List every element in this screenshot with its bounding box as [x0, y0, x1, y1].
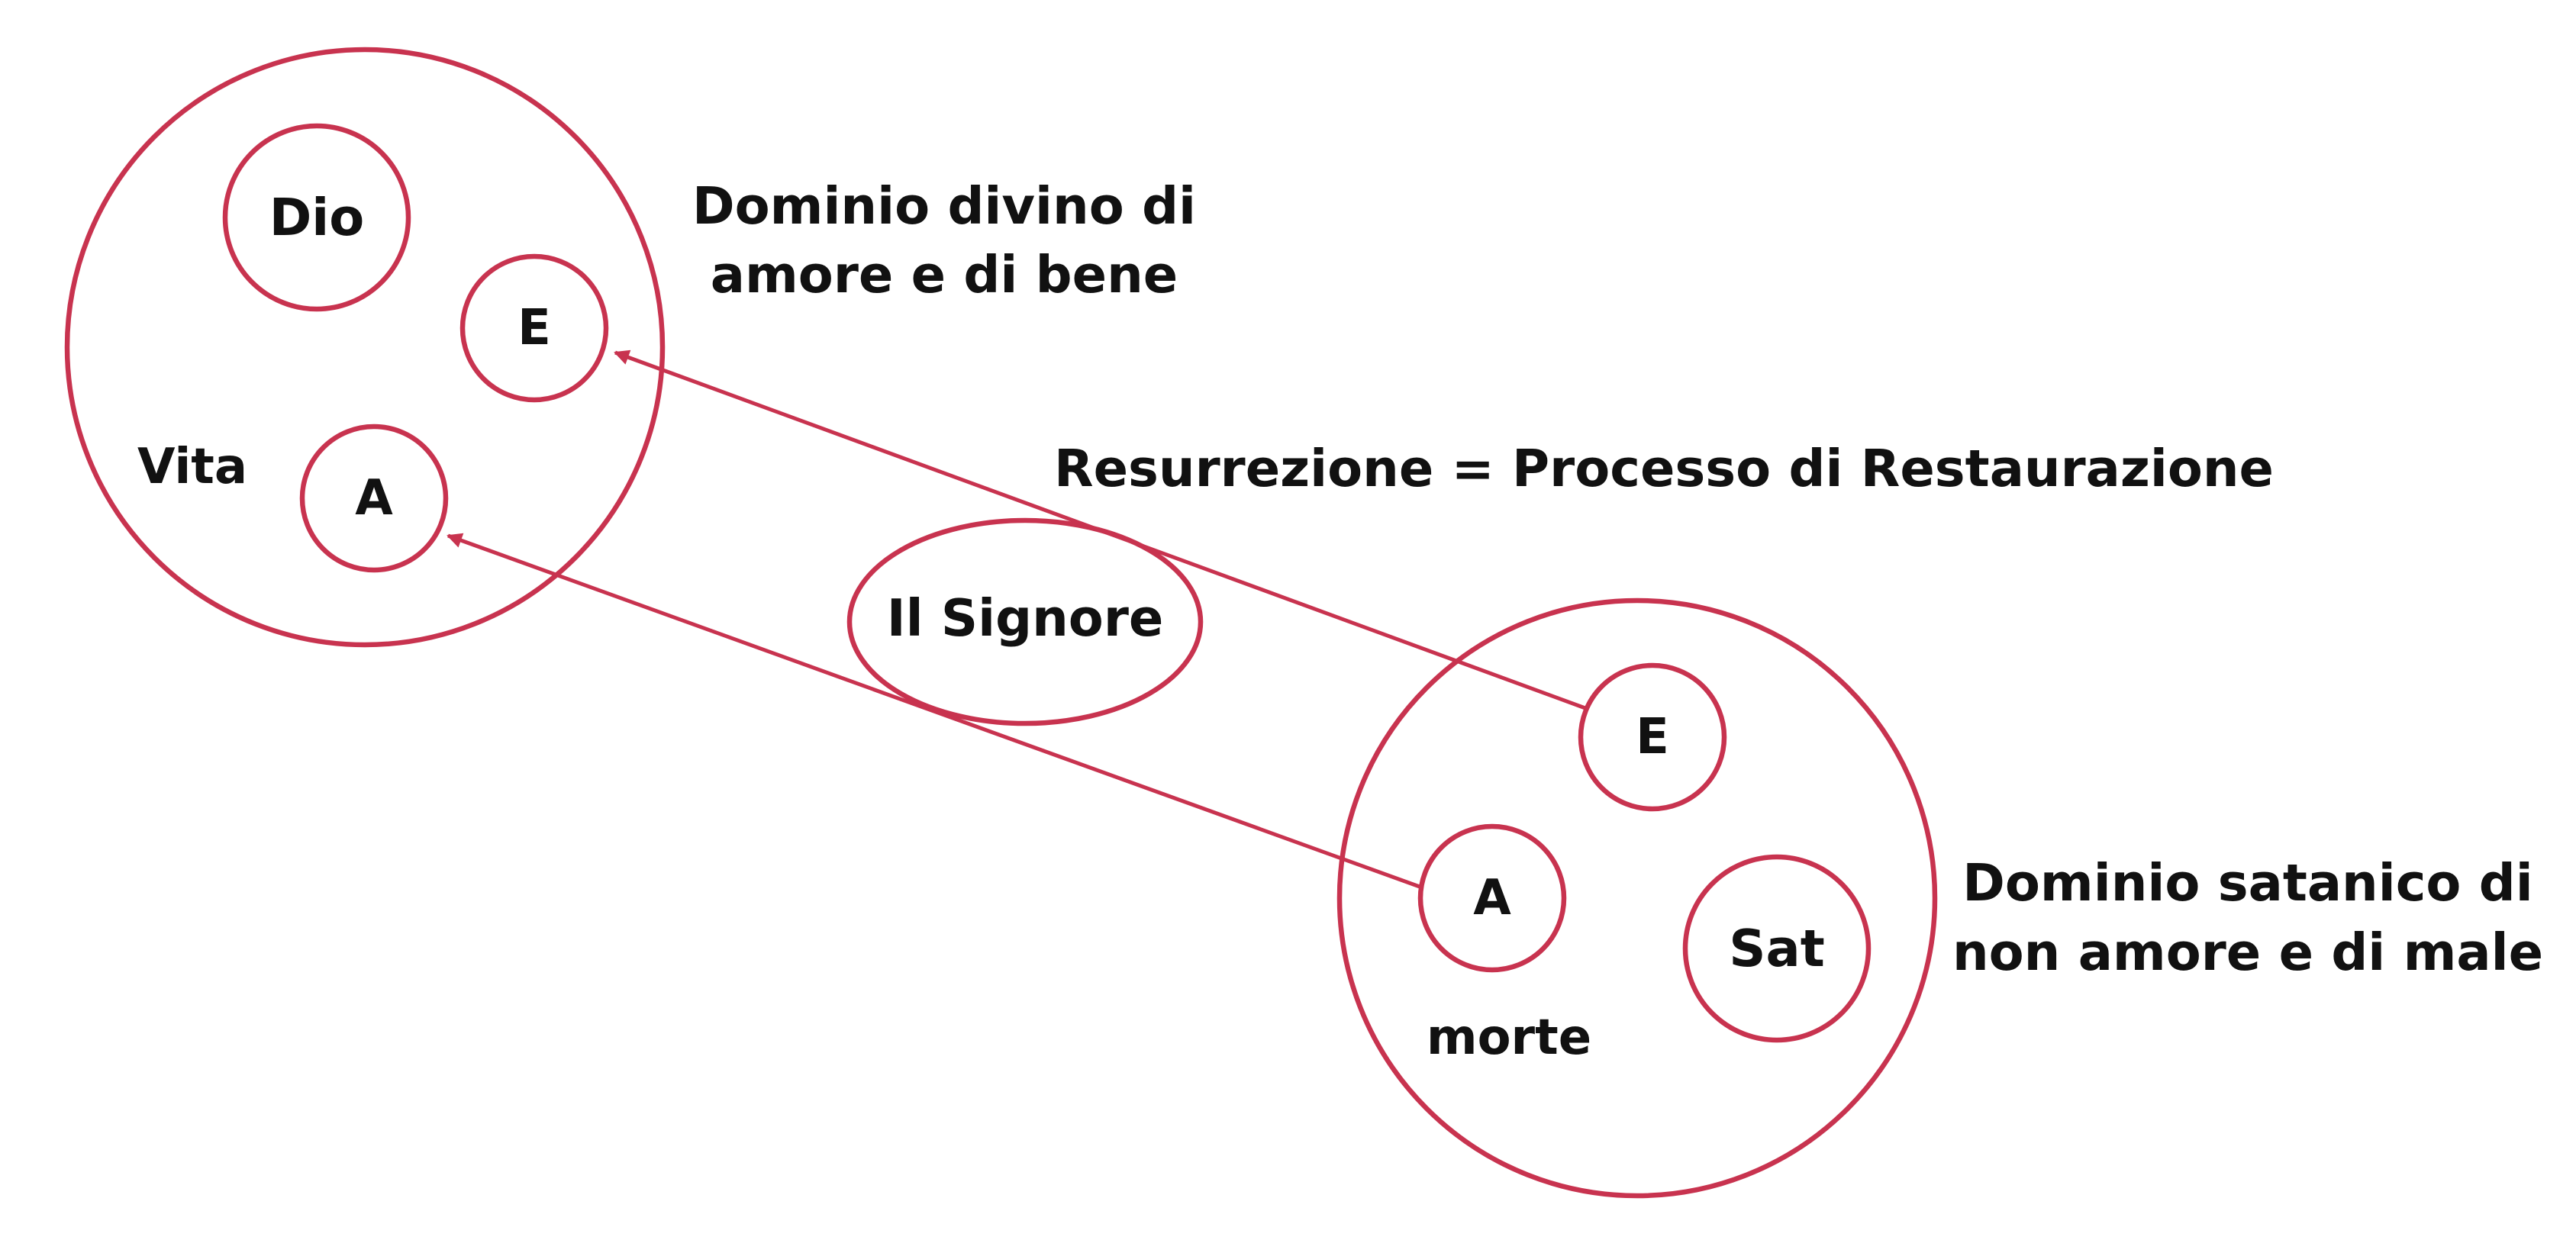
- divine-eve-label: E: [517, 300, 551, 356]
- divine-domain: Dio E A Vita: [64, 47, 666, 648]
- death-label: morte: [1427, 1010, 1591, 1066]
- satanic-adam-label: A: [1473, 870, 1511, 926]
- satanic-domain: E A Sat morte: [1336, 597, 1938, 1199]
- god-circle: [222, 123, 411, 312]
- satanic-domain-title-line1: Dominio satanico di: [1962, 853, 2532, 913]
- divine-domain-circle: [64, 47, 666, 648]
- satanic-domain-title-line2: non amore e di male: [1952, 923, 2543, 982]
- mediator-label: Il Signore: [887, 588, 1164, 648]
- satanic-eve-label: E: [1636, 709, 1669, 765]
- satanic-eve-circle: [1578, 662, 1727, 812]
- divine-eve-circle: [459, 253, 609, 403]
- divine-adam-label: A: [355, 470, 393, 527]
- god-label: Dio: [269, 188, 365, 247]
- divine-adam-circle: [299, 424, 449, 573]
- divine-domain-title-line2: amore e di bene: [711, 245, 1178, 304]
- eve-restoration-arrow: [614, 349, 1586, 710]
- satanic-domain-circle: [1336, 597, 1938, 1199]
- adam-restoration-arrow: [447, 533, 1420, 889]
- process-label: Resurrezione = Processo di Restaurazione: [1054, 439, 2274, 498]
- divine-domain-title-line1: Dominio divino di: [692, 176, 1196, 236]
- satan-label: Sat: [1729, 919, 1825, 978]
- mediator-ellipse: [846, 517, 1204, 726]
- satanic-adam-circle: [1417, 823, 1567, 973]
- satan-circle: [1682, 854, 1872, 1043]
- life-label: Vita: [137, 439, 247, 495]
